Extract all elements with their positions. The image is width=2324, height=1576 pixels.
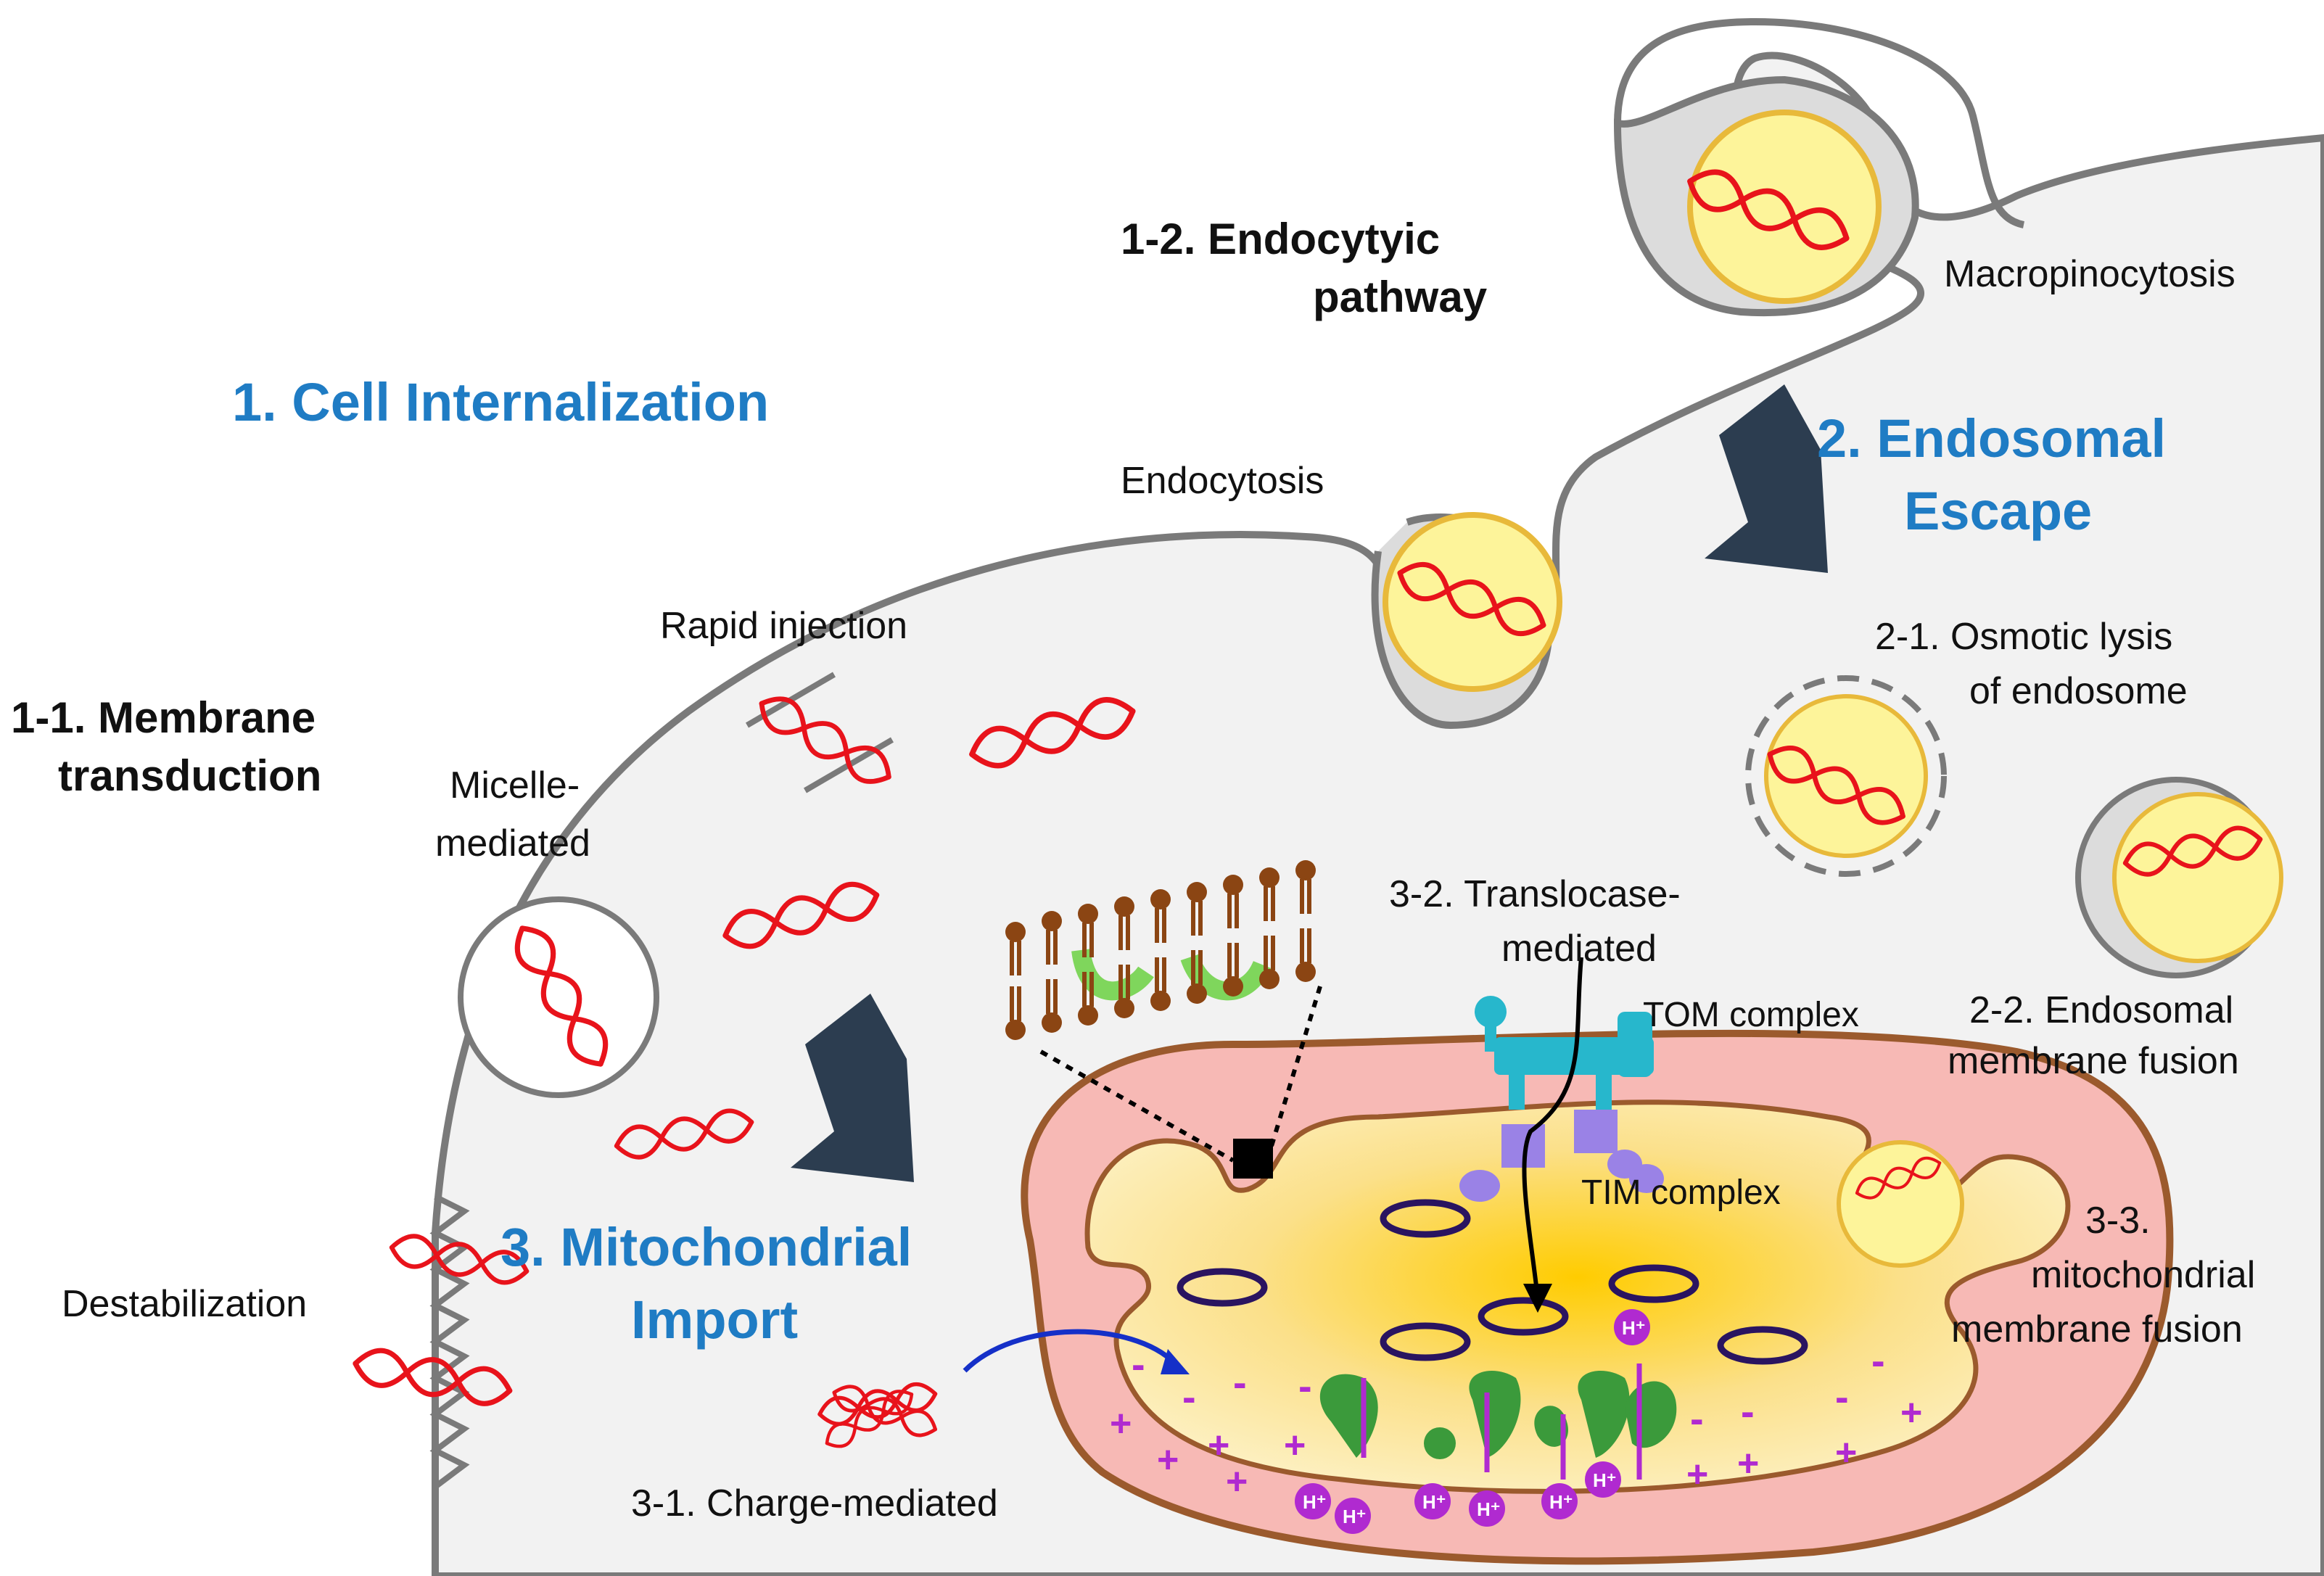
heading-membrane-transduction-line2: transduction [58, 751, 321, 800]
svg-text:H⁺: H⁺ [1303, 1491, 1327, 1513]
crista-6 [1717, 1326, 1808, 1365]
lipid-bilayer-inset [1005, 860, 1316, 1040]
charge-arrowhead [1161, 1349, 1190, 1374]
inset-marker [1233, 1139, 1273, 1179]
osmotic-lysis-endosome [1745, 675, 1947, 877]
heading-endosomal-escape-line2: Escape [1904, 481, 2092, 541]
svg-text:+: + [1226, 1461, 1248, 1503]
heading-mito-import-line1: 3. Mitochondrial [500, 1217, 912, 1277]
svg-text:+: + [1835, 1432, 1857, 1474]
svg-text:+: + [1208, 1424, 1229, 1466]
protons: H⁺ H⁺ H⁺ H⁺ H⁺ H⁺ H⁺ [1295, 1309, 1650, 1534]
svg-text:-: - [1182, 1374, 1196, 1419]
endocytosis-vesicle [1383, 512, 1562, 692]
label-micelle-line1: Micelle- [450, 764, 580, 806]
svg-text:+: + [1110, 1403, 1132, 1445]
svg-text:H⁺: H⁺ [1593, 1469, 1617, 1491]
micelle [458, 896, 659, 1098]
label-tom-complex: TOM complex [1643, 996, 1859, 1034]
label-mito-fusion-line2: mitochondrial [2031, 1254, 2255, 1296]
svg-text:-: - [1871, 1337, 1885, 1383]
label-osmotic-line1: 2-1. Osmotic lysis [1875, 616, 2172, 658]
heading-membrane-transduction-line1: 1-1. Membrane [11, 693, 316, 742]
label-mito-fusion-line3: membrane fusion [1951, 1308, 2243, 1350]
svg-text:-: - [1690, 1395, 1704, 1441]
label-rapid-injection: Rapid injection [660, 605, 907, 647]
macropinocytosis-vesicle [1687, 110, 1882, 304]
svg-text:H⁺: H⁺ [1422, 1491, 1446, 1513]
label-macropinocytosis: Macropinocytosis [1944, 253, 2236, 295]
osmotic-vesicle [1764, 694, 1928, 858]
label-osmotic-line2: of endosome [1969, 670, 2188, 712]
crista-4 [1380, 1322, 1471, 1361]
heading-endosomal-escape-line1: 2. Endosomal [1817, 408, 2166, 469]
label-translocase-line1: 3-2. Translocase- [1389, 873, 1681, 915]
svg-text:-: - [1233, 1359, 1247, 1405]
heading-mito-import-line2: Import [631, 1290, 798, 1350]
svg-text:H⁺: H⁺ [1549, 1491, 1573, 1513]
inset-leader-right [1267, 986, 1322, 1154]
crista-5 [1478, 1297, 1569, 1336]
svg-text:+: + [1686, 1453, 1708, 1495]
svg-text:H⁺: H⁺ [1477, 1498, 1501, 1520]
svg-text:+: + [1900, 1392, 1922, 1434]
svg-text:+: + [1157, 1439, 1179, 1481]
heading-endocytic-line1: 1-2. Endocytyic [1121, 215, 1440, 263]
heading-endocytic-line2: pathway [1313, 273, 1488, 321]
translocase-arrowhead [1523, 1284, 1552, 1313]
crista-3 [1608, 1264, 1699, 1303]
charge-transfer-arrow [963, 1329, 1177, 1373]
svg-text:-: - [1132, 1341, 1145, 1387]
svg-text:+: + [1284, 1424, 1306, 1466]
label-fusion-line2: membrane fusion [1948, 1040, 2239, 1082]
crista-1 [1380, 1199, 1471, 1238]
fusion-endosome-inner [2112, 792, 2283, 963]
crista-2 [1177, 1268, 1268, 1307]
svg-text:H⁺: H⁺ [1622, 1317, 1646, 1339]
label-micelle-line2: mediated [435, 822, 590, 865]
svg-text:-: - [1298, 1363, 1312, 1408]
arrow-to-mito [791, 994, 914, 1182]
svg-text:-: - [1741, 1388, 1755, 1434]
label-endocytosis: Endocytosis [1121, 460, 1324, 502]
proton-arrows [1361, 1363, 1642, 1480]
label-mito-fusion-line1: 3-3. [2085, 1200, 2151, 1242]
label-translocase-line2: mediated [1501, 928, 1657, 970]
svg-text:+: + [1737, 1443, 1759, 1485]
label-tim-complex: TIM complex [1581, 1173, 1781, 1212]
label-fusion-line1: 2-2. Endosomal [1969, 989, 2233, 1031]
label-destabilization: Destabilization [62, 1283, 307, 1325]
svg-text:H⁺: H⁺ [1343, 1506, 1367, 1527]
charge-signs: - - - - - - - - + + + + + + + + + [1110, 1337, 1922, 1503]
arrow-to-escape [1705, 384, 1828, 573]
label-charge-mediated: 3-1. Charge-mediated [631, 1482, 998, 1525]
mito-fusion-vesicle [1837, 1140, 1964, 1268]
heading-cell-internalization: 1. Cell Internalization [232, 372, 769, 432]
svg-text:-: - [1835, 1374, 1849, 1419]
macropinocytosis-membrane [1614, 17, 2025, 228]
translocase-arrow [1522, 957, 1583, 1299]
